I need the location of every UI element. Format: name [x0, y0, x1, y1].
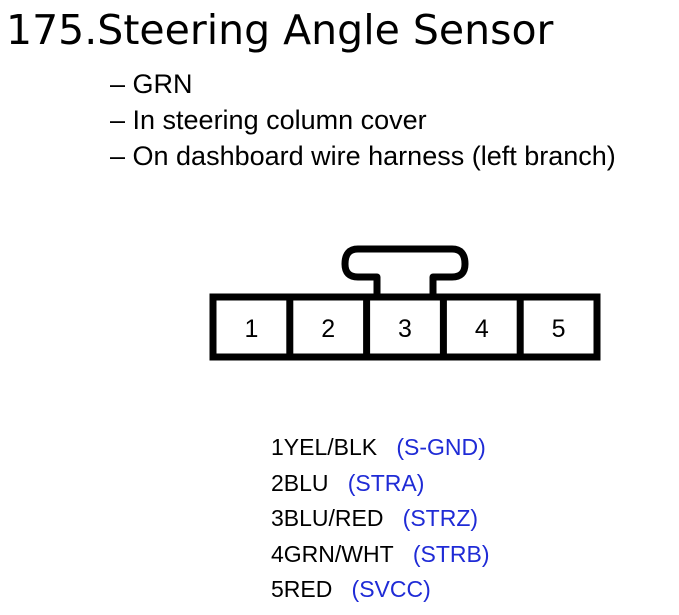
connector-notes: – GRN – In steering column cover – On da… — [110, 66, 616, 174]
signal-name: (STRA) — [347, 469, 425, 496]
title-text: Steering Angle Sensor — [97, 6, 554, 54]
signal-name: (STRZ) — [402, 505, 479, 531]
pin-number: 1 — [271, 434, 284, 460]
pin-number: 4 — [271, 540, 284, 567]
page-title: 175.Steering Angle Sensor — [6, 2, 553, 58]
pin-label-1: 1 — [244, 315, 258, 343]
note-location: – In steering column cover — [110, 105, 427, 135]
pinout-row: 2BLU (STRA) — [271, 466, 490, 502]
connector-diagram: 1 2 3 4 5 — [209, 245, 601, 361]
pinout-list: 1YEL/BLK (S-GND) 2BLU (STRA) 3BLU/RED (S… — [271, 430, 490, 608]
pinout-row: 1YEL/BLK (S-GND) — [271, 430, 490, 466]
pin-number: 5 — [271, 576, 284, 602]
connector-housing — [209, 293, 601, 361]
note-harness: – On dashboard wire harness (left branch… — [110, 141, 616, 171]
connector-lock-tab — [341, 245, 469, 297]
pin-label-3: 3 — [398, 315, 412, 343]
wire-color: RED — [283, 576, 333, 602]
pinout-row: 4GRN/WHT (STRB) — [271, 537, 490, 573]
pin-label-4: 4 — [475, 315, 489, 343]
pin-label-5: 5 — [552, 315, 566, 343]
title-number: 175. — [6, 6, 98, 54]
wire-color: BLU/RED — [283, 505, 384, 531]
wire-color: YEL/BLK — [283, 434, 378, 460]
pinout-row: 5RED (SVCC) — [271, 572, 490, 608]
signal-name: (STRB) — [412, 540, 490, 567]
wire-color: BLU — [283, 469, 329, 496]
note-color: – GRN — [110, 69, 193, 99]
signal-name: (SVCC) — [351, 576, 431, 602]
pin-label-2: 2 — [321, 315, 335, 343]
pin-number: 2 — [271, 469, 284, 496]
pinout-row: 3BLU/RED (STRZ) — [271, 501, 490, 537]
wire-color: GRN/WHT — [283, 540, 394, 567]
signal-name: (S-GND) — [396, 434, 486, 460]
pin-number: 3 — [271, 505, 284, 531]
